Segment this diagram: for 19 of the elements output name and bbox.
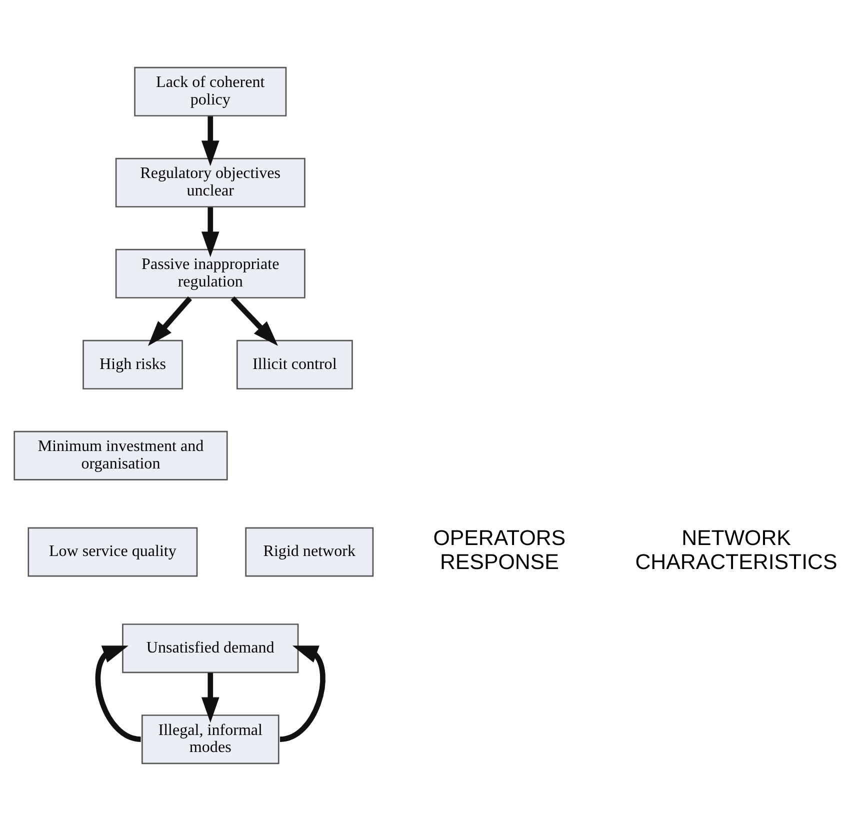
arrow	[230, 296, 278, 346]
node-box: Illegal, informal modes	[140, 714, 279, 764]
node-box: Lack of coherent policy	[134, 66, 286, 116]
node-box: Illicit control	[236, 340, 352, 390]
node-box: Low service quality	[27, 527, 198, 577]
arrow	[200, 207, 219, 258]
node-box: Passive inappropriate regulation	[114, 248, 305, 298]
node-box: Regulatory objectives unclear	[114, 158, 305, 208]
arrow	[200, 672, 219, 723]
node-box: Minimum investment and organisation	[13, 430, 228, 480]
node-box: Rigid network	[244, 527, 374, 577]
arrow	[147, 296, 192, 346]
node-box: High risks	[82, 340, 182, 390]
arrow	[279, 646, 325, 742]
node-box: Unsatisfied demand	[122, 624, 298, 674]
label: OPERATORS RESPONSE	[432, 526, 566, 574]
label: NETWORK CHARACTERISTICS	[634, 526, 837, 574]
arrow	[200, 116, 219, 166]
arrow	[94, 646, 141, 742]
